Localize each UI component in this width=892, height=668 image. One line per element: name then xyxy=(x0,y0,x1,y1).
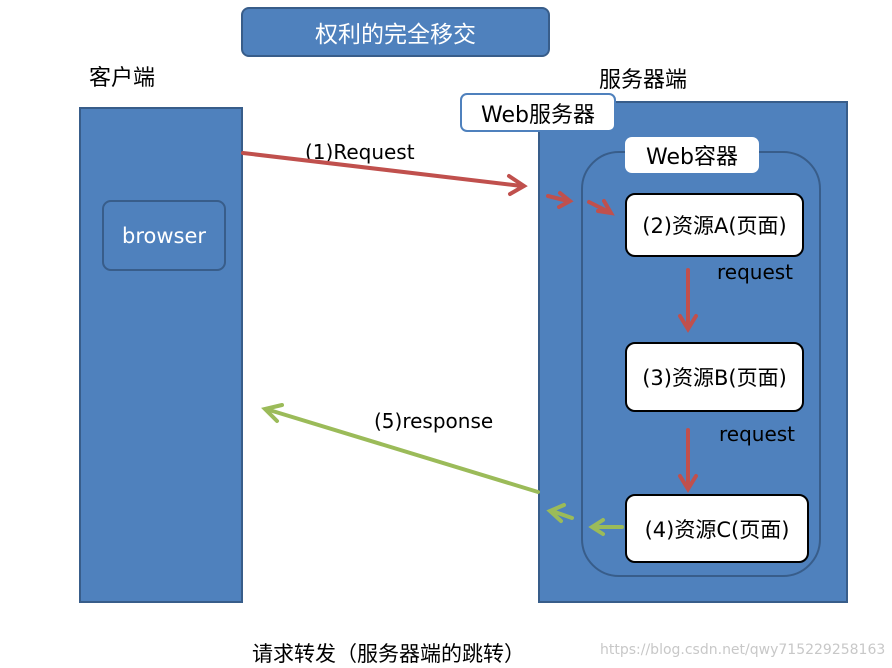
forward-label-2: request xyxy=(719,422,796,446)
request-arrow xyxy=(241,151,528,196)
browser-box: browser xyxy=(102,200,226,271)
web-server-label: Web服务器 xyxy=(460,93,616,132)
server-heading: 服务器端 xyxy=(599,68,688,93)
resource-a-box: (2)资源A(页面) xyxy=(625,193,804,257)
request-label: (1)Request xyxy=(305,140,415,164)
response-arrow-segment-1 xyxy=(588,518,624,536)
web-container-label: Web容器 xyxy=(625,137,759,173)
response-label: (5)response xyxy=(374,409,494,433)
request-arrow-segment-2 xyxy=(546,191,574,209)
watermark: https://blog.csdn.net/qwy715229258163 xyxy=(600,642,886,658)
resource-c-box: (4)资源C(页面) xyxy=(625,494,809,563)
response-arrow xyxy=(261,403,540,494)
diagram-title: 权利的完全移交 xyxy=(241,7,550,57)
forward-label-1: request xyxy=(717,260,794,284)
client-panel xyxy=(79,107,243,603)
response-arrow-segment-2 xyxy=(546,503,574,523)
resource-b-box: (3)资源B(页面) xyxy=(625,342,804,412)
forward-arrow-b-to-c xyxy=(678,428,698,493)
request-arrow-segment-3 xyxy=(587,199,615,216)
client-heading: 客户端 xyxy=(89,66,156,91)
caption: 请求转发（服务器端的跳转） xyxy=(252,642,525,666)
forward-arrow-a-to-b xyxy=(678,268,698,333)
